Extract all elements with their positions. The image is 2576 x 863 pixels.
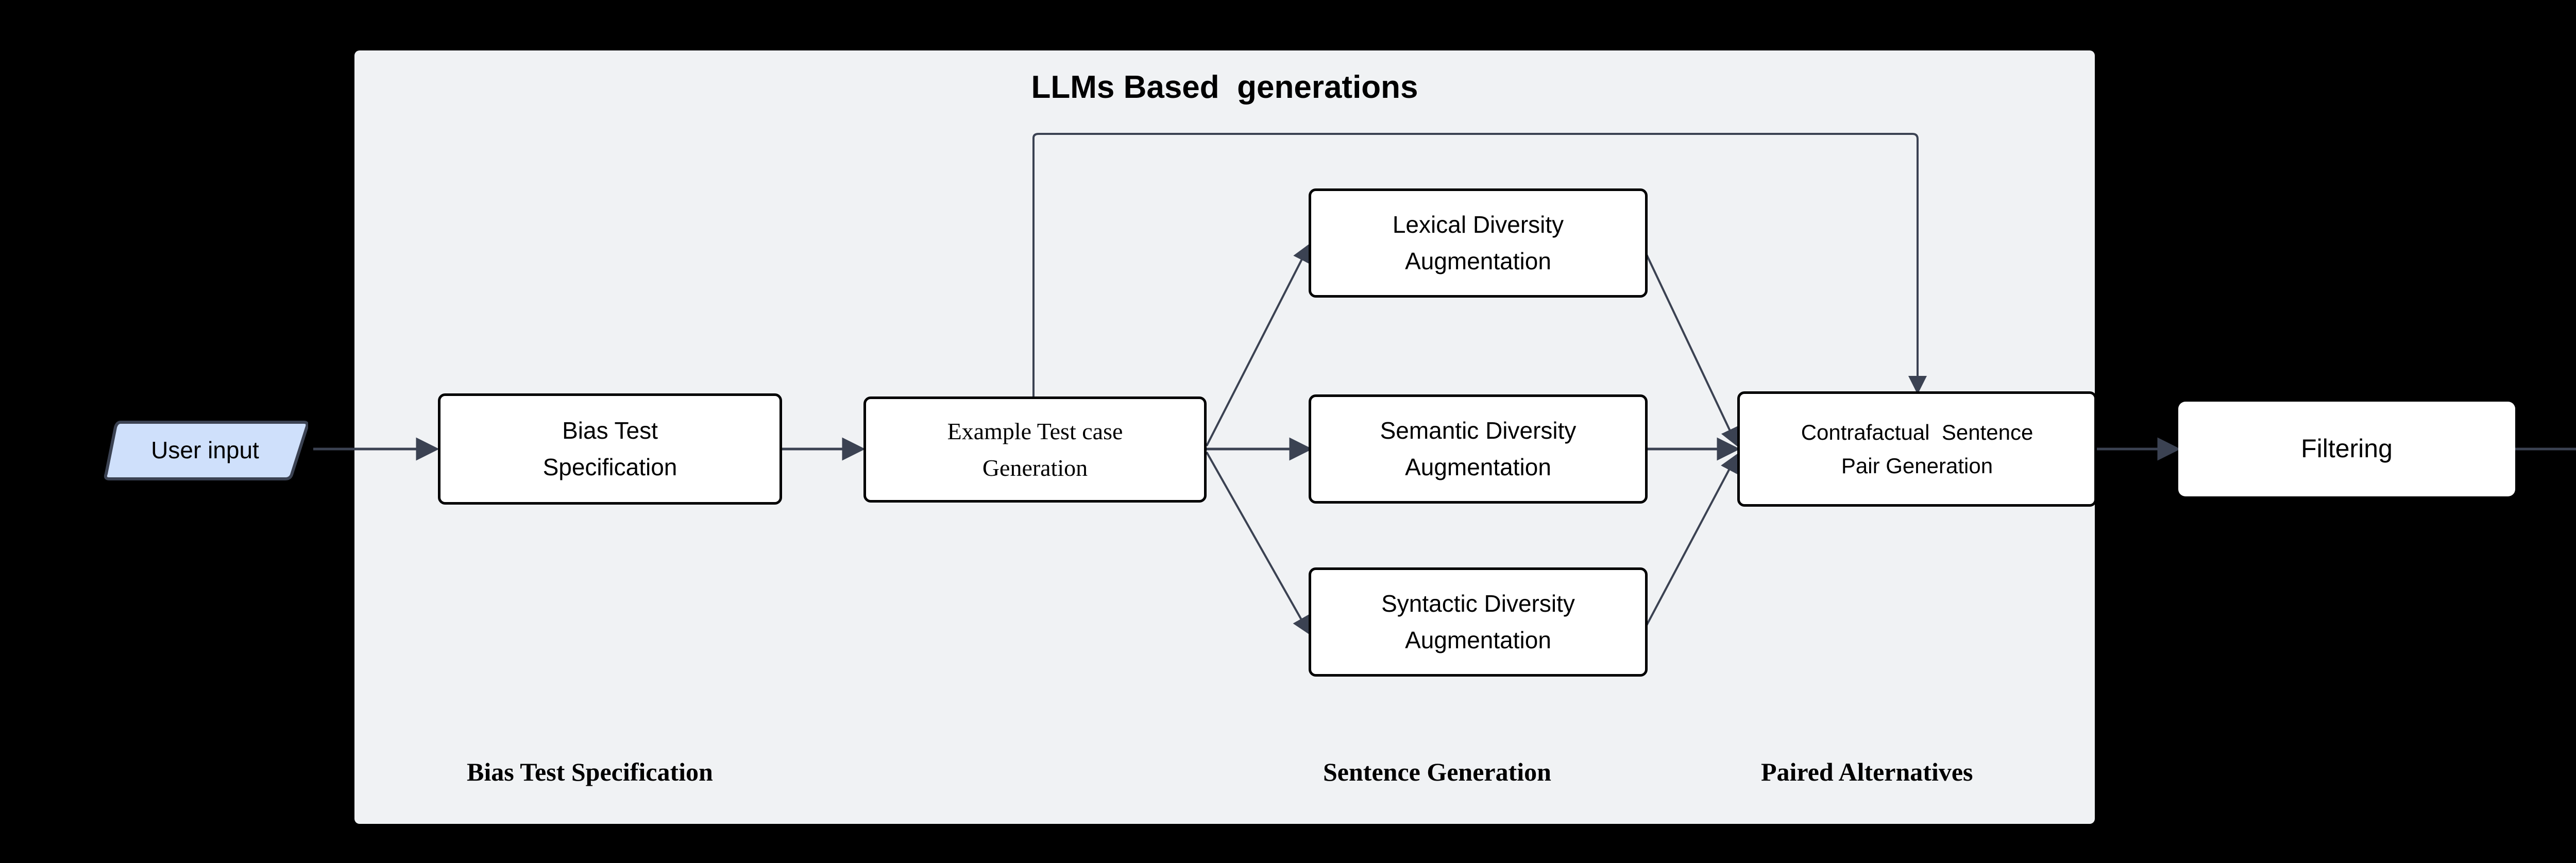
caption-paired-alternatives: Paired Alternatives [1761,757,1973,786]
semantic-diversity-augmentation-line1: Semantic Diversity [1380,417,1577,444]
node-lexical-diversity-augmentation[interactable]: Lexical Diversity Augmentation [1309,188,1648,298]
node-syntactic-diversity-augmentation[interactable]: Syntactic Diversity Augmentation [1309,567,1648,677]
caption-bias-test-specification: Bias Test Specification [467,757,713,786]
syntactic-diversity-augmentation-line2: Augmentation [1405,627,1551,653]
user-input-label: User input [151,437,259,463]
contrafactual-sentence-pair-generation-line1: Contrafactual Sentence [1801,420,2033,444]
node-bias-test-specification[interactable]: Bias Test Specification [438,393,782,505]
contrafactual-sentence-pair-generation-line2: Pair Generation [1841,454,1993,478]
bias-test-specification-line1: Bias Test [562,417,658,444]
user-input-shape [104,421,308,480]
node-semantic-diversity-augmentation[interactable]: Semantic Diversity Augmentation [1309,394,1648,504]
node-filtering[interactable]: Filtering [2178,402,2515,496]
semantic-diversity-augmentation-line2: Augmentation [1405,454,1551,480]
bias-test-specification-line2: Specification [543,454,677,480]
example-test-case-generation-line2: Generation [982,455,1088,481]
node-contrafactual-sentence-pair-generation[interactable]: Contrafactual Sentence Pair Generation [1737,391,2097,507]
lexical-diversity-augmentation-line1: Lexical Diversity [1392,211,1564,238]
node-example-test-case-generation[interactable]: Example Test case Generation [863,396,1207,503]
filtering-label: Filtering [2301,434,2393,463]
example-test-case-generation-line1: Example Test case [947,418,1123,444]
llm-group-title: LLMs Based generations [1031,70,1418,105]
node-user-input[interactable]: User input [102,417,308,483]
syntactic-diversity-augmentation-line1: Syntactic Diversity [1381,590,1575,617]
caption-sentence-generation: Sentence Generation [1323,757,1551,786]
lexical-diversity-augmentation-line2: Augmentation [1405,248,1551,274]
